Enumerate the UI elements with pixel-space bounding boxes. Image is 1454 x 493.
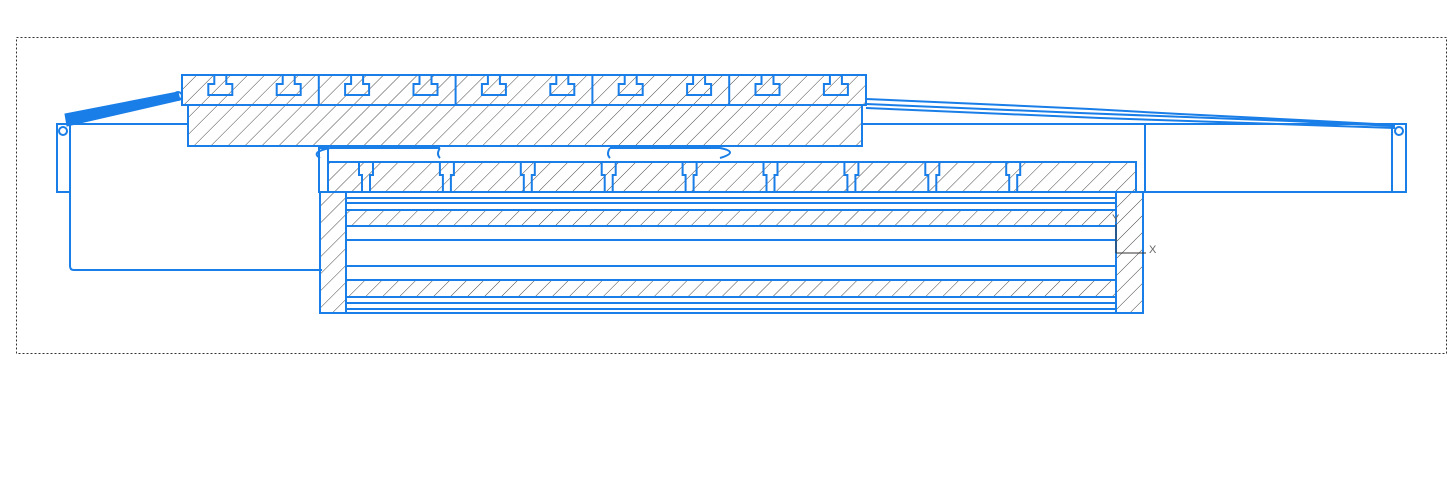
left-bracket — [318, 147, 329, 193]
right-hinge-pin — [1394, 126, 1404, 136]
coordinate-axes: X Y — [1112, 213, 1157, 256]
top-plate — [181, 74, 867, 147]
view-frame — [16, 37, 1447, 354]
middle-plate — [318, 147, 1137, 193]
y-axis-label: Y — [1112, 213, 1120, 225]
seal-strip — [315, 147, 731, 159]
t-slot — [549, 74, 576, 96]
t-slot — [207, 74, 234, 96]
t-slot — [822, 74, 849, 96]
lower-body — [319, 191, 1144, 314]
t-slot — [344, 74, 371, 96]
t-slot — [275, 74, 302, 96]
t-slot — [686, 74, 713, 96]
left-wall — [319, 191, 347, 314]
t-slot — [480, 74, 507, 96]
t-slot — [412, 74, 439, 96]
t-slot — [617, 74, 644, 96]
top-plate-slotted-layer — [181, 74, 867, 106]
left-assembly — [56, 91, 322, 271]
t-slot — [754, 74, 781, 96]
lower-rail — [345, 279, 1117, 298]
left-inclined-cover — [64, 91, 181, 127]
x-axis-label: X — [1149, 244, 1157, 256]
screw-plate — [327, 161, 1137, 193]
left-housing — [69, 123, 322, 271]
right-assembly — [862, 98, 1407, 193]
right-end-panel — [1391, 123, 1407, 193]
right-housing — [1144, 123, 1393, 193]
body-lines — [346, 197, 1116, 310]
left-hinge-pin — [58, 126, 68, 136]
upper-rail — [345, 209, 1117, 227]
top-plate-base — [187, 104, 863, 147]
